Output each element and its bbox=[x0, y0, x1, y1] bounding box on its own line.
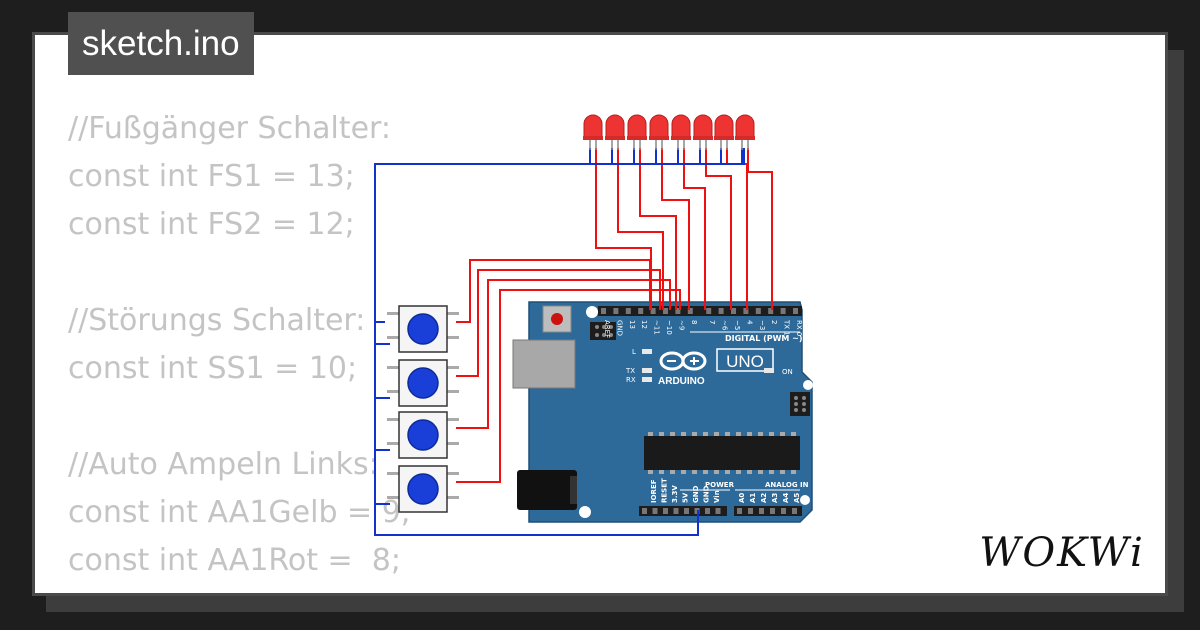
wire bbox=[595, 148, 652, 310]
power-pin-label: Vin bbox=[713, 490, 721, 503]
analog-pin-label: A0 bbox=[738, 493, 746, 503]
led-red[interactable] bbox=[735, 114, 755, 150]
board-brand: ARDUINO bbox=[658, 376, 705, 387]
code-line: const int SS1 = 10; bbox=[68, 351, 358, 386]
usb-connector bbox=[512, 339, 576, 389]
wire bbox=[747, 148, 773, 310]
wire bbox=[617, 148, 664, 310]
analog-label: ANALOG IN bbox=[765, 481, 809, 489]
power-label: POWER bbox=[705, 481, 735, 489]
code-line: const int AA1Rot = 8; bbox=[68, 543, 401, 578]
digital-pin-label: ~6 bbox=[721, 320, 729, 331]
power-pin-label: GND bbox=[703, 485, 711, 503]
analog-pin-label: A4 bbox=[782, 493, 790, 503]
wire bbox=[374, 322, 699, 536]
rx-led-label: RX bbox=[626, 376, 636, 384]
digital-pin-label: RX 0 bbox=[795, 320, 803, 336]
wire bbox=[456, 269, 661, 377]
digital-pin-label: ~5 bbox=[733, 320, 741, 330]
power-pin-label: RESET bbox=[661, 478, 669, 503]
digital-pin-label: 13 bbox=[628, 320, 636, 329]
push-button[interactable] bbox=[387, 465, 459, 513]
led-red[interactable] bbox=[671, 114, 691, 150]
analog-pin-label: A2 bbox=[760, 493, 768, 503]
wires bbox=[374, 148, 773, 536]
code-line: //Störungs Schalter: bbox=[68, 303, 366, 338]
wire bbox=[661, 148, 690, 310]
on-led-label: ON bbox=[782, 368, 793, 376]
digital-pin-label: ~11 bbox=[653, 320, 661, 335]
digital-pin-label: ~9 bbox=[677, 320, 685, 330]
analog-pin-label: A1 bbox=[749, 493, 757, 503]
wire bbox=[374, 148, 745, 323]
file-tab-label: sketch.ino bbox=[82, 23, 240, 63]
wire bbox=[639, 148, 677, 310]
digital-pin-label: 12 bbox=[640, 320, 648, 329]
led-red[interactable] bbox=[714, 114, 734, 150]
led-red[interactable] bbox=[583, 114, 603, 150]
tx-led-label: TX bbox=[625, 367, 635, 375]
code-line: const int FS2 = 12; bbox=[68, 207, 355, 242]
digital-header bbox=[598, 306, 802, 316]
code-preview: //Fußgänger Schalter: const int FS1 = 13;… bbox=[68, 105, 411, 585]
wokwi-logo: WOKWi bbox=[979, 530, 1145, 576]
arduino-logo bbox=[659, 351, 707, 371]
analog-pin-label: A5 bbox=[793, 493, 801, 503]
digital-pin-label: TX 1 bbox=[783, 319, 791, 336]
digital-pin-label: ~10 bbox=[665, 320, 673, 335]
led-red[interactable] bbox=[649, 114, 669, 150]
wire bbox=[456, 289, 681, 483]
wire bbox=[456, 259, 651, 323]
power-pin-label: 3.3V bbox=[671, 485, 679, 503]
power-header bbox=[639, 506, 727, 516]
analog-header bbox=[734, 506, 802, 516]
digital-pin-label: 2 bbox=[770, 320, 778, 324]
arduino-uno-board[interactable]: AREF GND 13 12 ~11 ~10 ~9 8 7 ~6 ~5 4 ~3 2 TX 1 RX 0 DI… bbox=[512, 301, 813, 523]
board-model: UNO bbox=[726, 352, 764, 371]
power-pin-label: 5V bbox=[682, 492, 690, 503]
led-red[interactable] bbox=[627, 114, 647, 150]
digital-pin-label: AREF bbox=[603, 320, 611, 338]
code-line: //Fußgänger Schalter: bbox=[68, 111, 391, 146]
l-led-label: L bbox=[632, 348, 636, 356]
code-line: const int FS1 = 13; bbox=[68, 159, 355, 194]
power-pin-label: IOREF bbox=[650, 479, 658, 503]
digital-label: DIGITAL (PWM ~) bbox=[725, 334, 803, 343]
digital-pin-label: 8 bbox=[690, 320, 698, 324]
push-button[interactable] bbox=[387, 411, 459, 459]
push-button[interactable] bbox=[387, 305, 459, 353]
code-line: //Auto Ampeln Links: bbox=[68, 447, 379, 482]
file-tab-sketch-ino[interactable]: sketch.ino bbox=[68, 12, 254, 75]
reset-button[interactable] bbox=[551, 313, 563, 325]
microcontroller-chip bbox=[644, 436, 800, 470]
digital-pin-label: GND bbox=[615, 320, 623, 336]
power-jack bbox=[517, 470, 577, 510]
power-pin-label: GND bbox=[692, 485, 700, 503]
led-red[interactable] bbox=[605, 114, 625, 150]
digital-pin-label: 4 bbox=[745, 320, 753, 325]
led-red[interactable] bbox=[693, 114, 713, 150]
analog-pin-label: A3 bbox=[771, 493, 779, 503]
push-button[interactable] bbox=[387, 359, 459, 407]
wire bbox=[705, 148, 732, 310]
digital-pin-label: ~3 bbox=[758, 320, 766, 330]
wire bbox=[683, 148, 706, 310]
digital-pin-label: 7 bbox=[708, 320, 716, 324]
